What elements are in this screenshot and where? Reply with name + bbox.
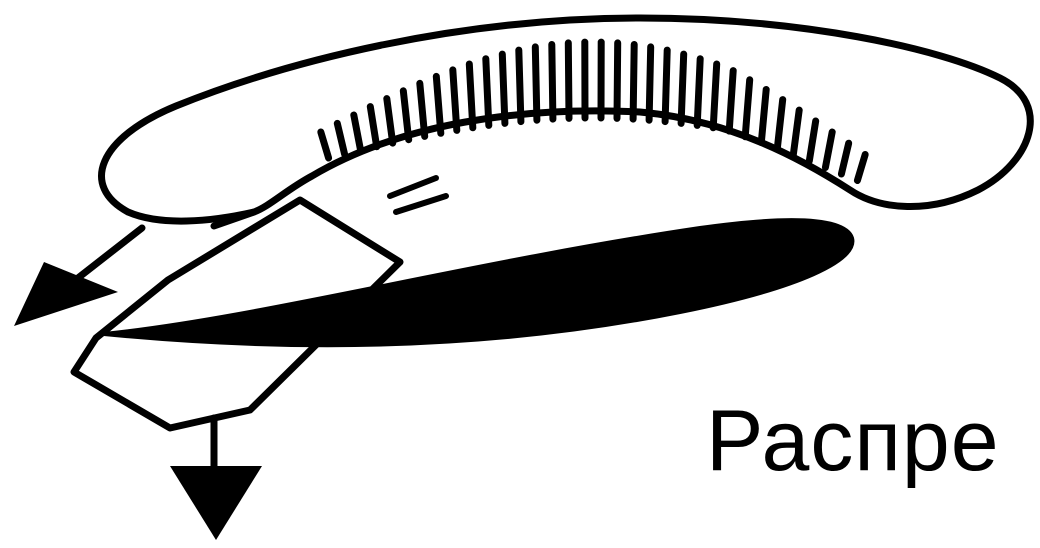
eyelash [697,59,700,126]
eyelash [633,45,634,120]
eyelash [729,71,733,132]
eyelash [469,64,473,128]
caption-text: Распре [706,398,1000,484]
eyelash [761,90,766,143]
eyelash [649,47,651,120]
arrow-down-head [170,466,262,540]
eyelash [486,59,489,126]
eyelash [745,80,750,137]
arrow-down-left-head [14,262,118,326]
eyelash [453,70,457,130]
eyelash [617,43,618,119]
motion-line-1 [390,178,436,196]
eyelash [420,83,425,136]
eyelash [713,64,717,128]
eyelash [552,45,553,120]
eyelash [502,54,505,123]
eyelash [436,76,441,133]
motion-line-2 [396,196,446,212]
eyelash [535,47,537,120]
eyelash [568,43,569,119]
eyelash [681,54,684,123]
eyelash [665,50,667,122]
eyelash [519,50,521,122]
